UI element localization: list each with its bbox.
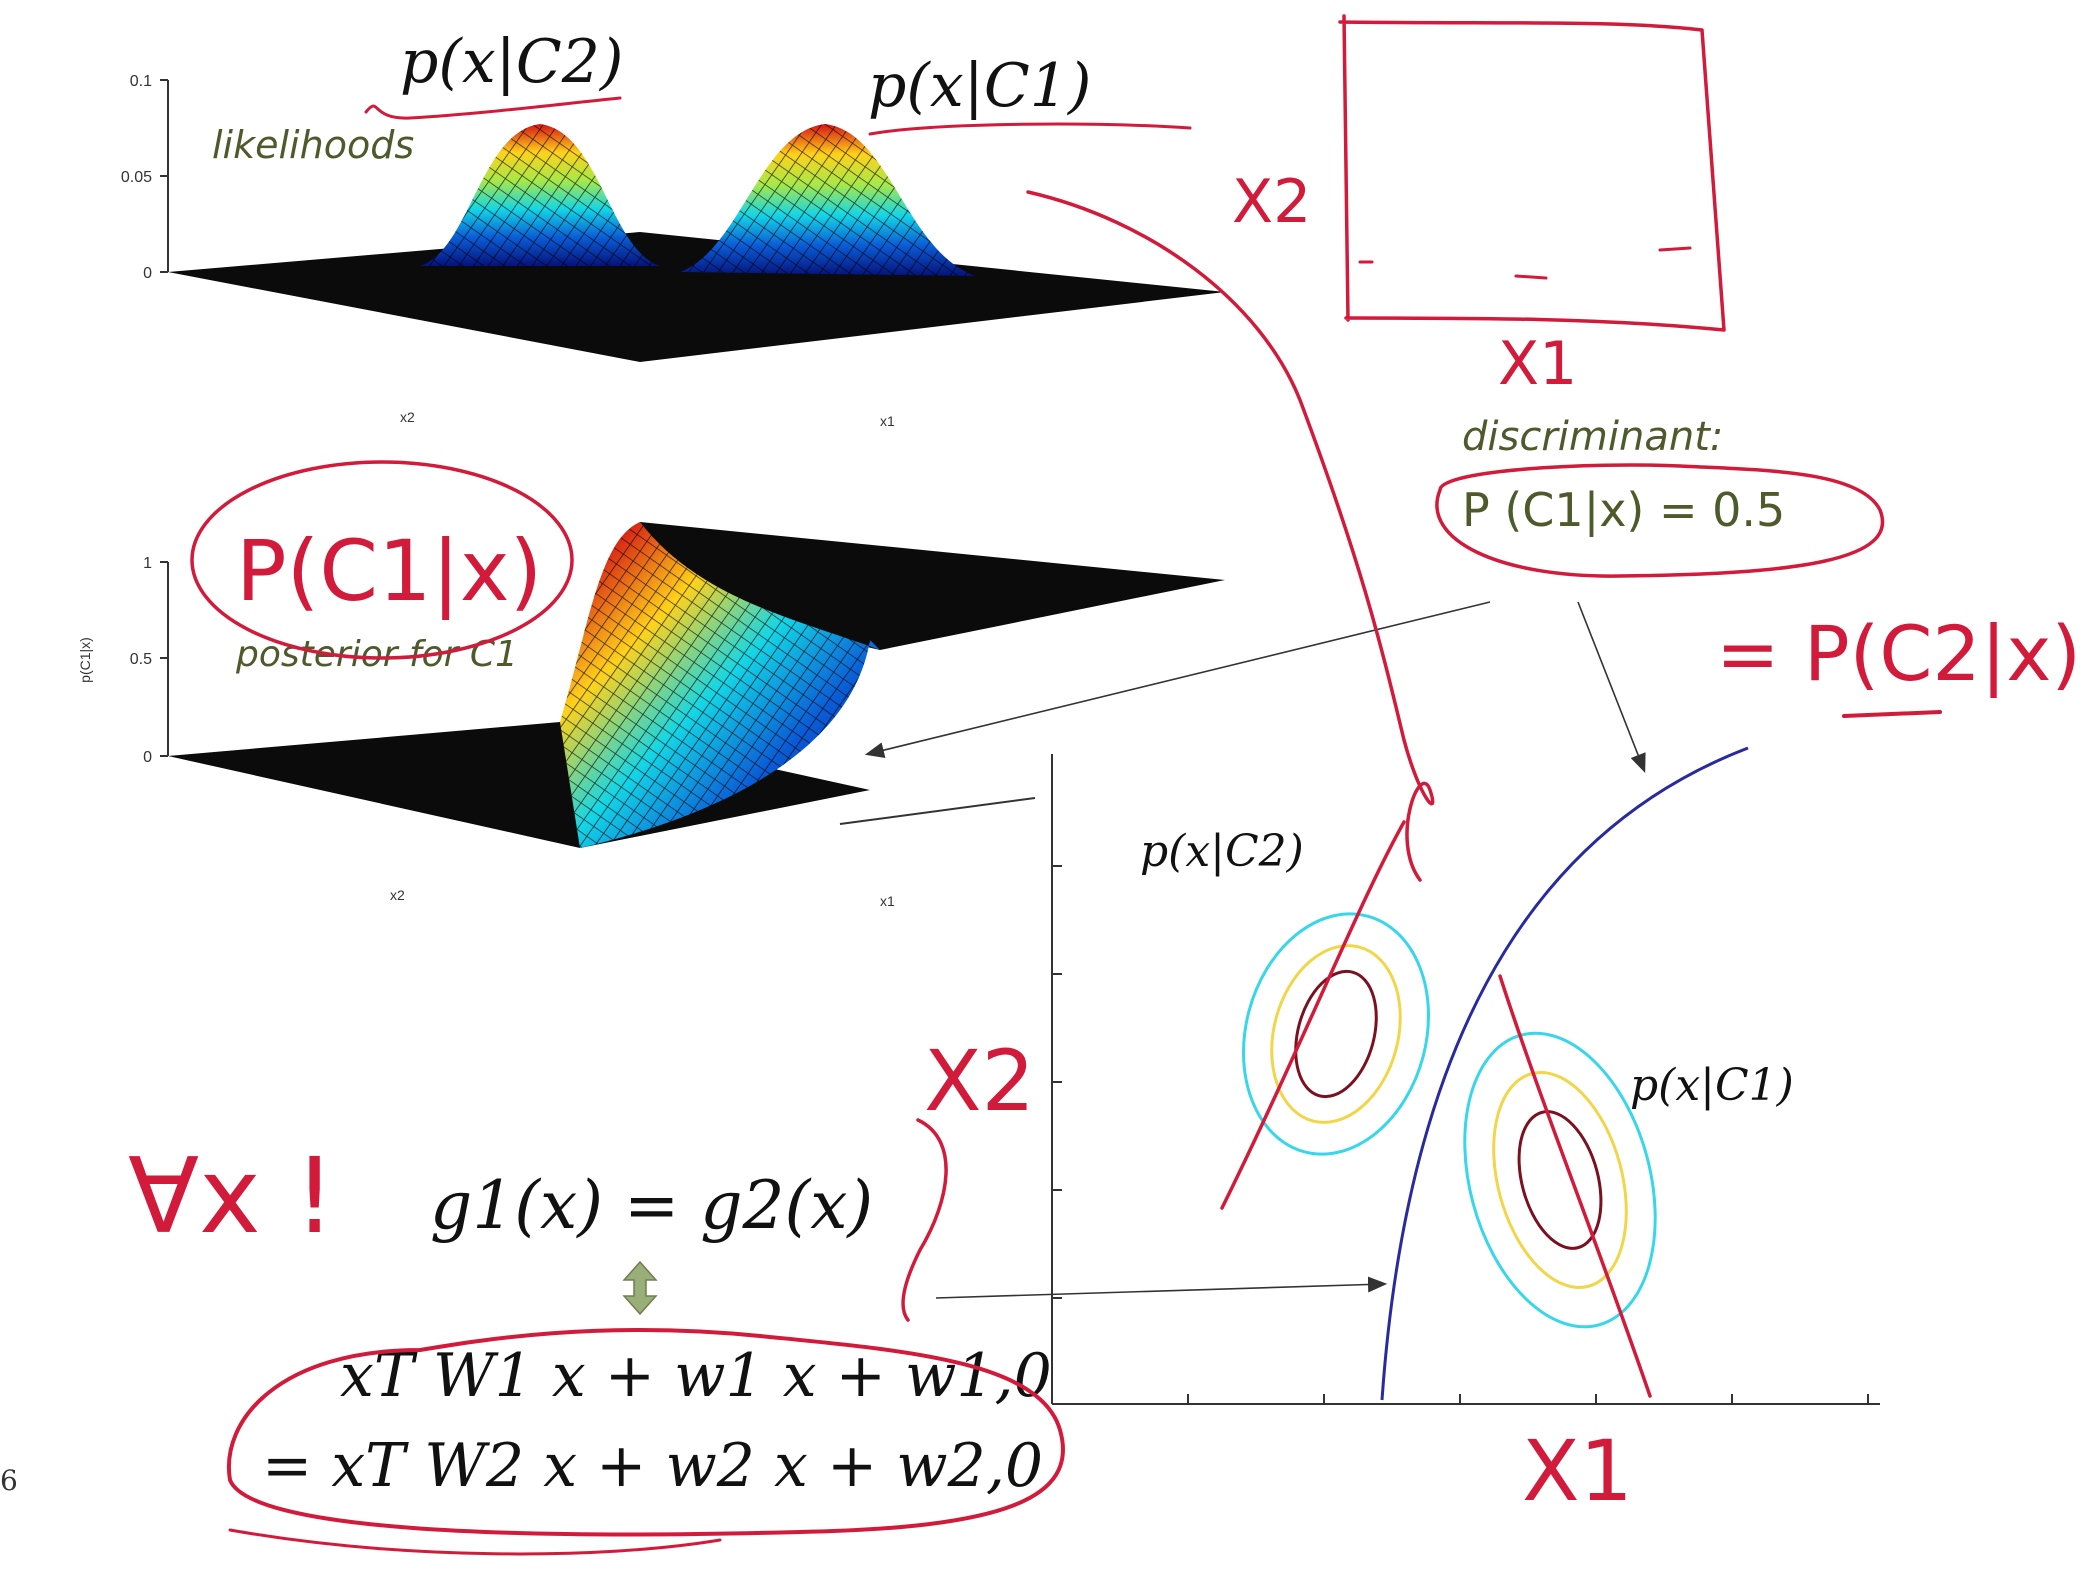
double-arrow-icon xyxy=(622,1260,658,1316)
ink-for-all-x: ∀x ! xyxy=(128,1135,335,1257)
discriminant-title: discriminant: xyxy=(1462,414,1723,460)
equation-line3: = xT W2 x + w2 x + w2,0 xyxy=(262,1431,1043,1501)
ink-stroke-c2 xyxy=(1220,820,1406,1210)
contour-label-p-x-c1: p(x|C1) xyxy=(1630,1060,1794,1111)
equations: g1(x) = g2(x) xT W1 x + w1 x + w1,0 = xT… xyxy=(262,1167,1052,1501)
posterior-caption: posterior for C1 xyxy=(235,634,518,675)
ink-box-x2: X2 xyxy=(1232,167,1311,237)
label-p-x-c2: p(x|C2) xyxy=(400,27,623,97)
page-number: 6 xyxy=(0,1464,18,1497)
ink-posterior-c2: = P(C2|x) xyxy=(1716,609,2081,699)
y-tick-label: 0 xyxy=(143,265,152,282)
label-p-x-c1: p(x|C1) xyxy=(868,51,1091,121)
ink-box-x1: X1 xyxy=(1498,329,1577,399)
x1-axis-label: x1 xyxy=(880,893,895,909)
discriminant-label: discriminant: P (C1|x) = 0.5 xyxy=(1462,414,1785,538)
likelihoods-caption: likelihoods xyxy=(212,123,414,167)
x2-axis-label: x2 xyxy=(400,409,415,425)
ink-underline-pc2 xyxy=(364,96,622,120)
contours-c2 xyxy=(1242,912,1430,1156)
ink-contour-x1: X1 xyxy=(1522,1422,1633,1520)
contour-label-p-x-c2: p(x|C2) xyxy=(1140,826,1304,877)
arrow-to-boundary-from-equation xyxy=(935,1276,1388,1299)
base-plane xyxy=(168,232,1225,362)
x2-axis-label: x2 xyxy=(390,887,405,903)
ink-circle-equations xyxy=(226,1328,1065,1537)
ink-connector-curve xyxy=(1026,190,1435,882)
x1-axis-label: x1 xyxy=(880,413,895,429)
contour-plot: p(x|C2) p(x|C1) xyxy=(1051,746,1880,1405)
discriminant-equation: P (C1|x) = 0.5 xyxy=(1462,483,1785,538)
arrow-to-boundary xyxy=(1577,601,1646,773)
ink-contour-x2: X2 xyxy=(924,1032,1035,1130)
y-tick-label: 1 xyxy=(143,555,152,572)
equation-g1-equals-g2: g1(x) = g2(x) xyxy=(430,1167,873,1244)
ink-axis-box xyxy=(1338,14,1726,332)
ink-circle-discriminant xyxy=(1435,463,1885,578)
arrow-to-posterior xyxy=(864,601,1491,758)
y-tick-label: 0.5 xyxy=(130,651,152,668)
y-tick-label: 0.05 xyxy=(121,169,152,186)
posterior-y-axis-label: p(C1|x) xyxy=(77,637,93,683)
likelihood-surface-plot: 0.1 0.05 0 x2 x1 likelihoods p(x|C2) p(x… xyxy=(121,27,1225,429)
ink-line-pc1 xyxy=(868,122,1192,136)
posterior-surface-plot: 1 0.5 0 p(C1|x) x2 x1 posterior for C1 xyxy=(77,522,1225,909)
ink-posterior-c1: P(C1|x) xyxy=(236,522,542,620)
y-tick-label: 0 xyxy=(143,749,152,766)
equation-line2: xT W1 x + w1 x + w1,0 xyxy=(340,1341,1052,1411)
decision-boundary xyxy=(1380,746,1749,1401)
y-tick-label: 0.1 xyxy=(130,73,152,90)
ink-brace xyxy=(901,1118,948,1322)
ink-stroke-c1 xyxy=(1498,974,1652,1398)
ink-circle-posterior xyxy=(190,460,574,660)
handwritten-annotations: X2 X1 P(C1|x) = P(C2|x) X2 X1 ∀x ! xyxy=(128,14,2081,1556)
